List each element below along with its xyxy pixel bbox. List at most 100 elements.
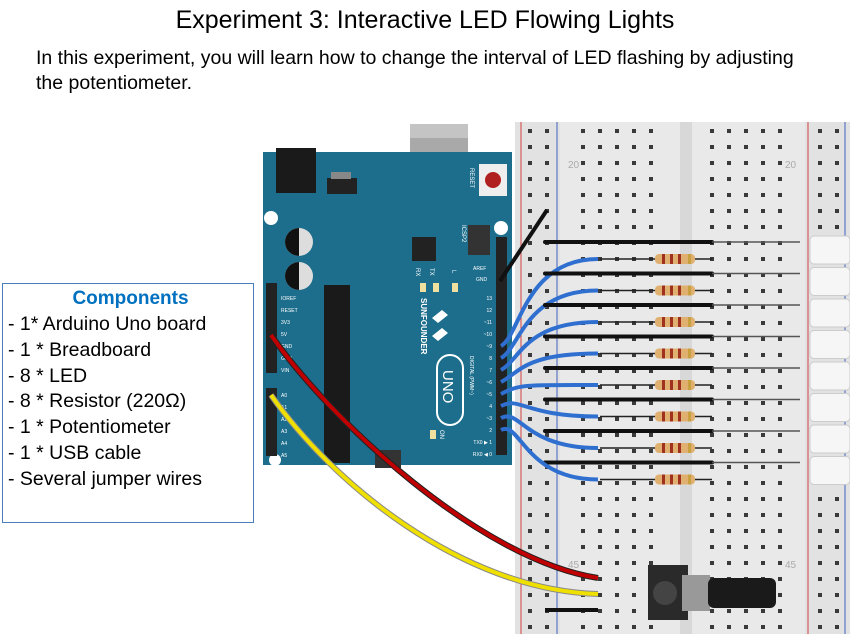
resistor-band (678, 254, 681, 264)
breadboard-hole (649, 625, 653, 629)
breadboard-hole (615, 513, 619, 517)
breadboard-hole (818, 577, 822, 581)
breadboard-hole (632, 529, 636, 533)
breadboard-hole (615, 385, 619, 389)
breadboard-hole (710, 465, 714, 469)
breadboard-hole (615, 417, 619, 421)
breadboard-hole (727, 625, 731, 629)
breadboard-hole (727, 449, 731, 453)
breadboard-hole (615, 161, 619, 165)
digital-pin-label: 13 (486, 296, 492, 302)
digital-pin-label: ~11 (484, 320, 492, 326)
breadboard-hole (632, 193, 636, 197)
breadboard-hole (632, 353, 636, 357)
resistor-band (662, 285, 665, 296)
resistor-band (678, 348, 681, 359)
breadboard-hole (778, 241, 782, 245)
resistor-band (670, 285, 673, 296)
power-pin-label: RESET (281, 308, 298, 314)
breadboard-hole (615, 145, 619, 149)
digital-pin-label: ~6 (486, 380, 492, 386)
breadboard-hole (528, 513, 532, 517)
resistor-band (670, 443, 673, 453)
breadboard-hole (598, 401, 602, 405)
breadboard-hole (615, 465, 619, 469)
breadboard-hole (615, 353, 619, 357)
breadboard-hole (581, 225, 585, 229)
breadboard-hole (818, 209, 822, 213)
breadboard-hole (581, 161, 585, 165)
component-item: - 1 * Potentiometer (8, 416, 171, 439)
breadboard-hole (615, 545, 619, 549)
svg-text:GND: GND (476, 277, 488, 283)
breadboard-hole (528, 193, 532, 197)
breadboard-hole (632, 385, 636, 389)
breadboard-hole (598, 177, 602, 181)
led (809, 235, 850, 265)
slide-title: Experiment 3: Interactive LED Flowing Li… (175, 6, 675, 34)
analog-pin-label: A3 (281, 429, 287, 435)
breadboard-hole (581, 193, 585, 197)
breadboard-hole (632, 161, 636, 165)
breadboard-hole (778, 545, 782, 549)
breadboard-hole (761, 481, 765, 485)
analog-pin-label: A4 (281, 441, 287, 447)
breadboard-hole (761, 529, 765, 533)
breadboard-hole (545, 193, 549, 197)
breadboard-hole (632, 225, 636, 229)
breadboard-hole (744, 161, 748, 165)
breadboard-hole (778, 129, 782, 133)
breadboard-hole (632, 177, 636, 181)
breadboard-hole (727, 545, 731, 549)
breadboard-hole (615, 337, 619, 341)
breadboard-hole (615, 481, 619, 485)
breadboard-hole (528, 129, 532, 133)
breadboard-hole (545, 145, 549, 149)
breadboard-hole (744, 177, 748, 181)
svg-text:DIGITAL (PWM~): DIGITAL (PWM~) (468, 356, 474, 395)
breadboard-hole (835, 545, 839, 549)
breadboard-hole (598, 449, 602, 453)
resistor-band (670, 411, 673, 422)
breadboard-hole (615, 401, 619, 405)
breadboard-hole (710, 497, 714, 501)
resistor-band (688, 411, 691, 422)
breadboard-hole (581, 481, 585, 485)
row-label: 45 (568, 560, 580, 571)
breadboard-hole (744, 353, 748, 357)
breadboard-hole (818, 529, 822, 533)
breadboard-hole (598, 209, 602, 213)
breadboard-hole (581, 433, 585, 437)
breadboard-hole (615, 177, 619, 181)
svg-text:ON: ON (438, 430, 444, 439)
breadboard-hole (710, 145, 714, 149)
breadboard-hole (727, 241, 731, 245)
breadboard-hole (528, 577, 532, 581)
breadboard-hole (761, 257, 765, 261)
breadboard-hole (528, 161, 532, 165)
breadboard-hole (744, 401, 748, 405)
breadboard-hole (528, 401, 532, 405)
resistor-band (662, 474, 665, 485)
intro-text: In this experiment, you will learn how t… (36, 47, 794, 94)
breadboard-hole (835, 609, 839, 613)
digital-wire (499, 288, 599, 360)
icsp-header (468, 225, 490, 255)
breadboard-hole (581, 497, 585, 501)
breadboard-hole (649, 433, 653, 437)
breadboard-hole (598, 593, 602, 597)
breadboard-hole (615, 561, 619, 565)
breadboard-hole (528, 417, 532, 421)
breadboard-hole (710, 625, 714, 629)
breadboard-hole (835, 161, 839, 165)
breadboard-hole (778, 289, 782, 293)
breadboard-hole (744, 209, 748, 213)
breadboard-hole (581, 465, 585, 469)
potentiometer[interactable] (648, 565, 776, 620)
resistor-band (670, 317, 673, 327)
resistor-band (662, 380, 665, 390)
breadboard-hole (632, 449, 636, 453)
breadboard-hole (598, 225, 602, 229)
breadboard-hole (778, 513, 782, 517)
breadboard-hole (727, 465, 731, 469)
